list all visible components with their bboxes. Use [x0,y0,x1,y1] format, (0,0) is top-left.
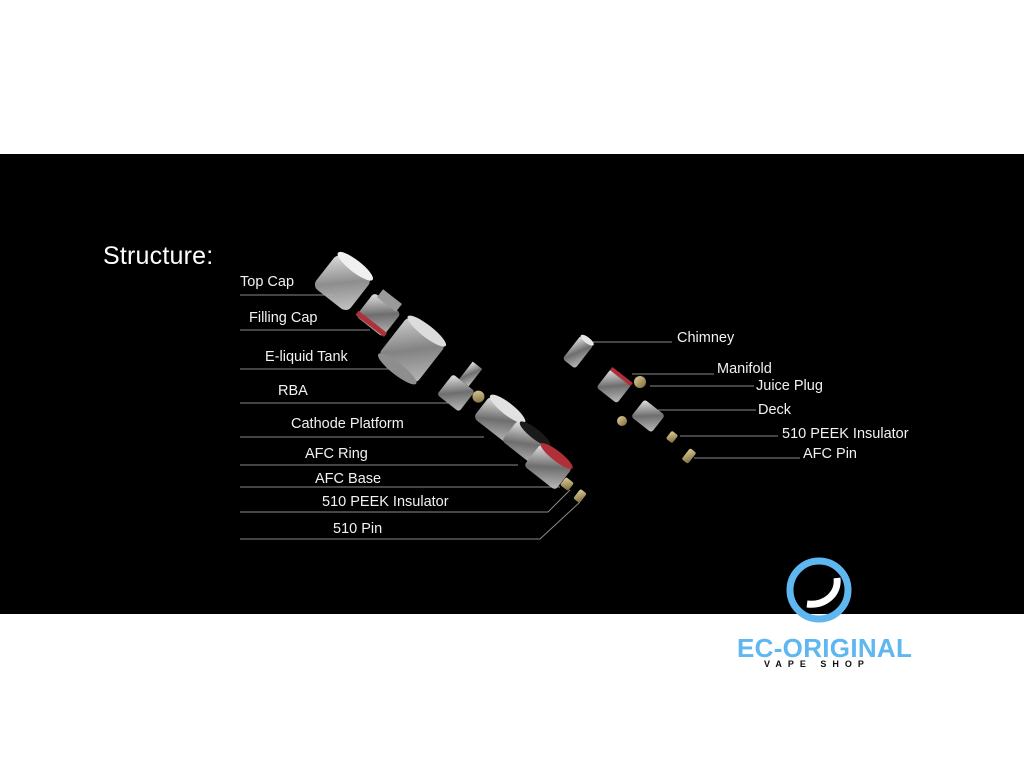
right-assembly [563,334,696,464]
label-filling-cap: Filling Cap [249,310,318,326]
label-juice-plug: Juice Plug [756,378,823,394]
left-leader-lines [240,294,581,540]
right-leader-lines [590,341,800,459]
label-deck: Deck [758,402,792,418]
label-cathode-platform: Cathode Platform [291,416,404,432]
label-rba: RBA [278,383,308,399]
label-afc-ring: AFC Ring [305,446,368,462]
label-510-peek-insulator-right: 510 PEEK Insulator [782,426,909,442]
ec-original-logo-icon [786,557,852,623]
diagram-title: Structure: [103,242,214,270]
label-510-peek-insulator-left: 510 PEEK Insulator [322,494,449,510]
label-afc-pin: AFC Pin [803,446,857,462]
left-assembly [314,251,587,503]
label-afc-base: AFC Base [315,471,382,487]
label-manifold: Manifold [717,361,772,377]
logo-text: EC-ORIGINAL [737,633,913,663]
label-chimney: Chimney [677,330,735,346]
label-top-cap: Top Cap [240,274,295,290]
label-510-pin: 510 Pin [333,521,383,537]
diagram-panel [0,154,1024,614]
logo-subtext: VAPE SHOP [764,659,870,669]
exploded-view-art [240,251,800,540]
label-e-liquid-tank: E-liquid Tank [265,349,348,365]
